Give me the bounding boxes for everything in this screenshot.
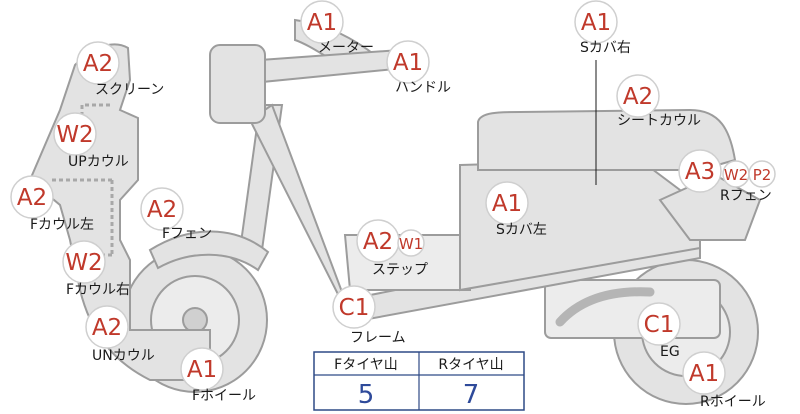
handle-grade-badge	[386, 40, 430, 84]
f-cowl-l-grade: A2	[17, 185, 47, 211]
part-engine: C1 EG	[637, 302, 681, 360]
part-f-wheel: A1 Fホイール	[180, 347, 256, 404]
step-grade: A2	[363, 229, 393, 255]
cowl-seam-lines	[52, 103, 114, 257]
handle-grade: A1	[393, 50, 423, 76]
up-cowl-label: UPカウル	[68, 154, 129, 170]
side-cover-l-grade-badge	[485, 181, 529, 225]
part-screen: A2 スクリーン	[76, 41, 164, 98]
part-side-cover-r: A1 Sカバ右	[574, 0, 631, 56]
f-cowl-r-grade: W2	[65, 250, 102, 276]
handle-label: ハンドル	[395, 80, 451, 96]
part-f-cowl-r: W2 Fカウル右	[62, 240, 130, 298]
step-label: ステップ	[372, 262, 428, 278]
meter-grade-badge	[300, 0, 344, 44]
part-f-cowl-l: A2 Fカウル左	[10, 175, 94, 233]
side-cover-r-grade: A1	[581, 10, 611, 36]
part-seat-cowl: A2 シートカウル	[616, 74, 701, 129]
front-tire-value: 5	[358, 380, 375, 410]
r-wheel-label: Rホイール	[700, 394, 766, 410]
r-fender-sub2-badge	[748, 160, 776, 188]
rear-tire-value: 7	[463, 380, 480, 410]
screen-grade-badge	[76, 41, 120, 85]
r-wheel-grade: A1	[689, 361, 719, 387]
seat-cowl-grade-badge	[616, 74, 660, 118]
r-fender-sub1-grade: W2	[724, 166, 748, 184]
seat-cowl-label: シートカウル	[617, 113, 701, 129]
part-r-fender: A3 W2 P2 Rフェン	[678, 149, 776, 204]
part-r-wheel: A1 Rホイール	[682, 351, 766, 410]
r-wheel-grade-badge	[682, 351, 726, 395]
part-handle: A1 ハンドル	[386, 40, 451, 96]
up-cowl-grade-badge	[53, 112, 97, 156]
f-wheel-grade-badge	[180, 347, 224, 391]
r-fender-sub2-grade: P2	[753, 166, 772, 184]
r-fender-label: Rフェン	[720, 188, 772, 204]
front-fender	[148, 230, 270, 272]
seat	[477, 108, 737, 171]
un-cowl-grade: A2	[92, 315, 122, 341]
r-fender-grade-badge	[678, 149, 722, 193]
engine-grade-badge	[637, 302, 681, 346]
f-cowl-r-label: Fカウル右	[66, 282, 130, 298]
frame-grade: C1	[339, 295, 370, 321]
meter-grade: A1	[307, 10, 337, 36]
f-wheel-grade: A1	[187, 357, 217, 383]
engine-pipe	[555, 287, 655, 327]
f-cowl-l-label: Fカウル左	[30, 217, 94, 233]
step-sub1-grade: W1	[399, 235, 423, 253]
r-fender-grade: A3	[685, 159, 715, 185]
engine-grade: C1	[644, 312, 675, 338]
un-cowl-grade-badge	[85, 305, 129, 349]
screen-grade: A2	[83, 51, 113, 77]
part-side-cover-l: A1 Sカバ左	[485, 181, 547, 238]
side-cover-l-grade: A1	[492, 191, 522, 217]
side-cover-r-grade-badge	[574, 0, 618, 44]
frame-grade-badge	[332, 285, 376, 329]
f-cowl-r-grade-badge	[62, 240, 106, 284]
front-wheel-hub	[182, 307, 208, 333]
f-fender-grade-badge	[140, 187, 184, 231]
part-meter: A1 メーター	[300, 0, 374, 56]
f-fender-label: Fフェン	[162, 226, 212, 242]
scooter-illustration	[28, 18, 762, 405]
f-fender-grade: A2	[147, 197, 177, 223]
side-cover-r-label: Sカバ右	[580, 40, 631, 56]
engine-label: EG	[660, 344, 680, 360]
part-step: A2 W1 ステップ	[356, 219, 428, 278]
seat-cowl-grade: A2	[623, 84, 653, 110]
frame-label: フレーム	[350, 330, 406, 346]
up-cowl-grade: W2	[56, 122, 93, 148]
part-frame: C1 フレーム	[332, 285, 406, 346]
un-cowl-label: UNカウル	[92, 348, 155, 364]
side-cover-l-label: Sカバ左	[496, 222, 547, 238]
part-up-cowl: W2 UPカウル	[53, 112, 129, 170]
front-tire-header: Fタイヤ山	[334, 357, 398, 373]
rear-tire-header: Rタイヤ山	[438, 357, 503, 373]
part-f-fender: A2 Fフェン	[140, 187, 212, 242]
f-cowl-l-grade-badge	[10, 175, 54, 219]
step-sub1-badge	[397, 229, 425, 257]
part-un-cowl: A2 UNカウル	[85, 305, 155, 364]
headlight	[209, 44, 266, 124]
tire-tread-table: Fタイヤ山 Rタイヤ山 5 7	[313, 351, 525, 411]
f-wheel-label: Fホイール	[192, 388, 256, 404]
meter-label: メーター	[318, 40, 374, 56]
screen-label: スクリーン	[95, 82, 164, 98]
